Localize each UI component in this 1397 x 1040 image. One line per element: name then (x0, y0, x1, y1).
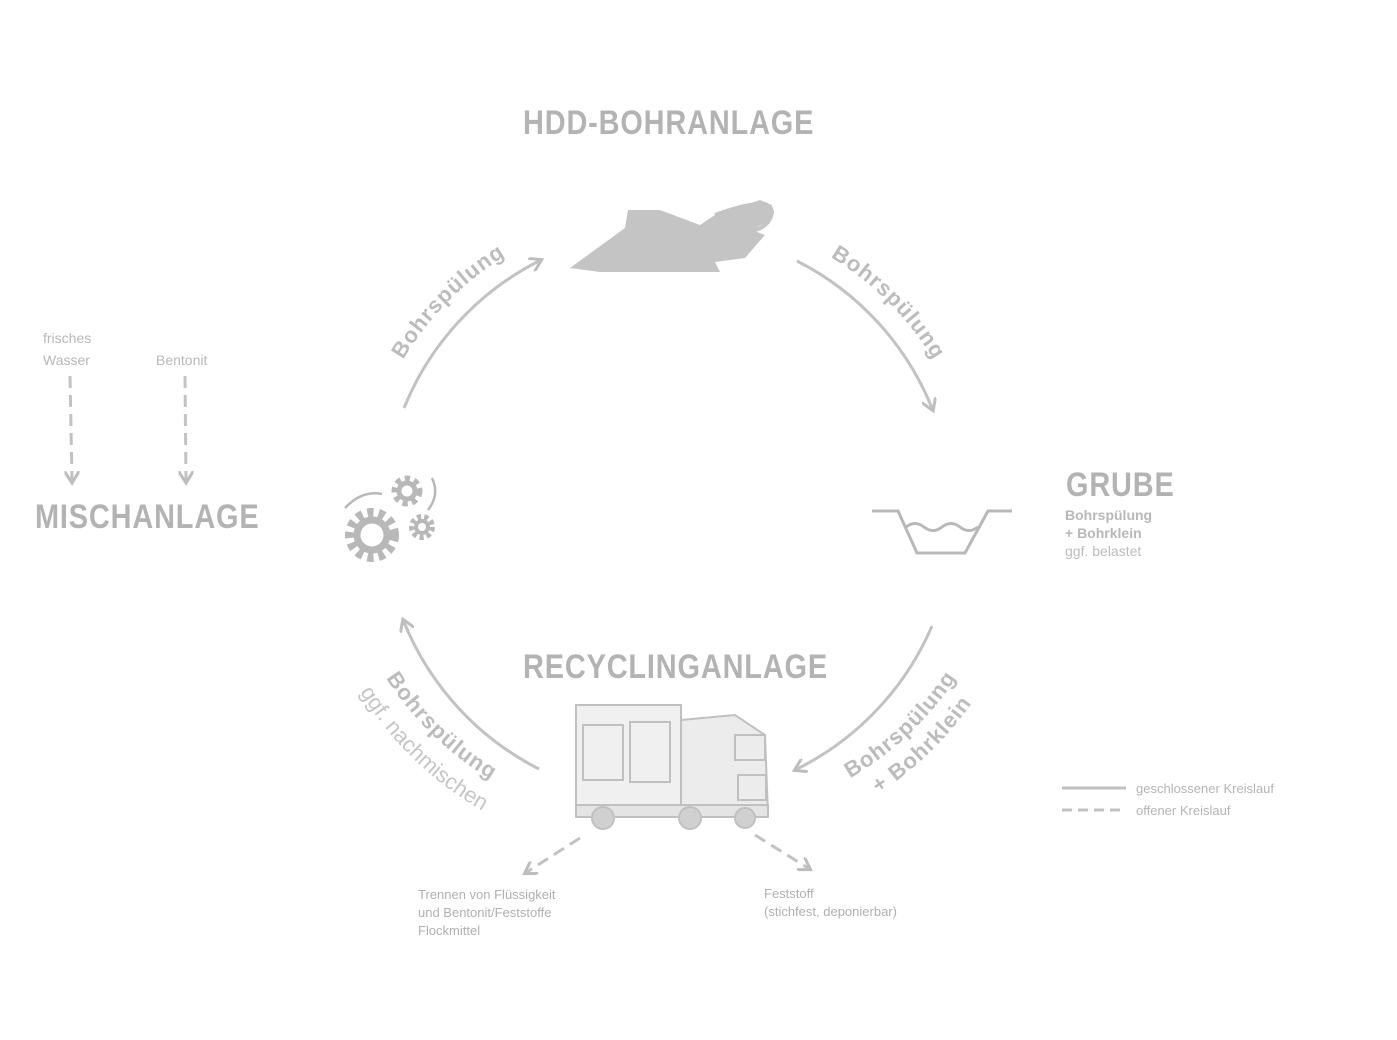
arc-label-top-left: Bohrspülung (386, 239, 509, 363)
pit-icon (872, 509, 1012, 555)
output-right-line-2: (stichfest, deponierbar) (764, 904, 897, 919)
arc-label-top-right: Bohrspülung (828, 240, 951, 363)
dashed-arrow-output-right (754, 833, 808, 868)
output-left-line-1: Trennen von Flüssigkeit (418, 887, 556, 902)
node-title-mischanlage: MISCHANLAGE (35, 498, 260, 536)
legend-open-label: offener Kreislauf (1136, 803, 1231, 818)
node-title-grube: GRUBE (1066, 466, 1175, 504)
gears-icon (344, 475, 437, 562)
arc-arrow-recycling-to-mischanlage (404, 622, 540, 771)
recycling-truck-icon (575, 704, 770, 830)
input-water-line-2: Wasser (43, 352, 90, 368)
node-title-recycling: RECYCLINGANLAGE (523, 648, 828, 686)
arc-arrow-mischanlage-to-hdd (402, 261, 539, 409)
node-title-hdd: HDD-BOHRANLAGE (523, 104, 815, 142)
grube-line-1: Bohrspülung (1065, 507, 1153, 523)
output-right-line-1: Feststoff (764, 886, 814, 901)
input-bentonit: Bentonit (156, 352, 208, 368)
arc-arrow-hdd-to-grube (796, 259, 932, 408)
grube-line-3: ggf. belastet (1065, 543, 1142, 559)
legend-closed-label: geschlossener Kreislauf (1136, 781, 1275, 796)
drill-rig-icon (570, 200, 775, 272)
dashed-arrow-bentonit (185, 375, 186, 480)
grube-line-2: + Bohrklein (1065, 525, 1142, 541)
dashed-arrow-water (70, 375, 72, 480)
dashed-arrow-output-left (527, 836, 581, 872)
output-left-line-3: Flockmittel (418, 923, 481, 938)
output-left-line-2: und Bentonit/Feststoffe (418, 905, 552, 920)
arc-arrow-grube-to-recycling (797, 625, 934, 769)
input-water-line-1: frisches (43, 330, 92, 346)
